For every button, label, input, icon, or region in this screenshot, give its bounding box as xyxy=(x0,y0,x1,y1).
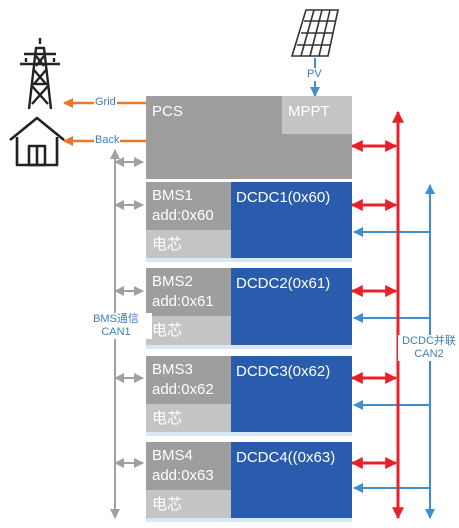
cell-1-label: 电芯 xyxy=(152,236,183,253)
grid-label: Grid xyxy=(94,96,117,109)
bms-3-name: BMS3 xyxy=(152,361,193,378)
cell-3-block: 电芯 xyxy=(146,404,231,432)
module-1-shadow xyxy=(146,257,352,262)
cell-2-block: 电芯 xyxy=(146,316,231,345)
cell-1-block: 电芯 xyxy=(146,230,231,258)
dcdc-2-block: DCDC2(0x61) xyxy=(231,268,352,345)
mppt-block: MPPT xyxy=(282,96,352,134)
bms-4-block: BMS4 add:0x63 xyxy=(146,442,231,490)
bms-1-address: add:0x60 xyxy=(152,207,214,224)
dcdc-can2-label-line2: CAN2 xyxy=(414,348,444,360)
module-2-shadow xyxy=(146,344,352,349)
bms-can1-label-line1: BMS通信 xyxy=(93,313,139,325)
dcdc-1-block: DCDC1(0x60) xyxy=(231,182,352,258)
dcdc-can2-label-line1: DCDC并联 xyxy=(402,335,456,347)
bms-2-block: BMS2 add:0x61 xyxy=(146,268,231,316)
cell-2-label: 电芯 xyxy=(152,322,183,339)
bms-4-address: add:0x63 xyxy=(152,467,214,484)
bms-1-name: BMS1 xyxy=(152,187,193,204)
cell-4-label: 电芯 xyxy=(152,496,183,513)
mppt-label: MPPT xyxy=(288,103,330,120)
bms-can1-label: BMS通信 CAN1 xyxy=(80,313,152,339)
module-4-shadow xyxy=(146,517,352,522)
dcdc-3-block: DCDC3(0x62) xyxy=(231,356,352,432)
dcdc-3-label: DCDC3(0x62) xyxy=(236,363,331,380)
dcdc-1-label: DCDC1(0x60) xyxy=(236,189,331,206)
dcdc-4-label: DCDC4((0x63) xyxy=(236,449,336,466)
dcdc-2-label: DCDC2(0x61) xyxy=(236,275,331,292)
bms-3-block: BMS3 add:0x62 xyxy=(146,356,231,404)
dcdc-4-block: DCDC4((0x63) xyxy=(231,442,352,518)
cell-3-label: 电芯 xyxy=(152,410,183,427)
bms-2-address: add:0x61 xyxy=(152,293,214,310)
pv-label: PV xyxy=(306,68,323,81)
bms-can1-label-line2: CAN1 xyxy=(101,326,131,338)
pcs-label: PCS xyxy=(152,103,183,120)
module-3-shadow xyxy=(146,431,352,436)
cell-4-block: 电芯 xyxy=(146,490,231,518)
bms-1-block: BMS1 add:0x60 xyxy=(146,182,231,230)
bms-2-name: BMS2 xyxy=(152,273,193,290)
back-label: Back xyxy=(94,134,121,147)
dcdc-can2-label: DCDC并联 CAN2 xyxy=(398,335,459,361)
bms-3-address: add:0x62 xyxy=(152,381,214,398)
bms-4-name: BMS4 xyxy=(152,447,193,464)
